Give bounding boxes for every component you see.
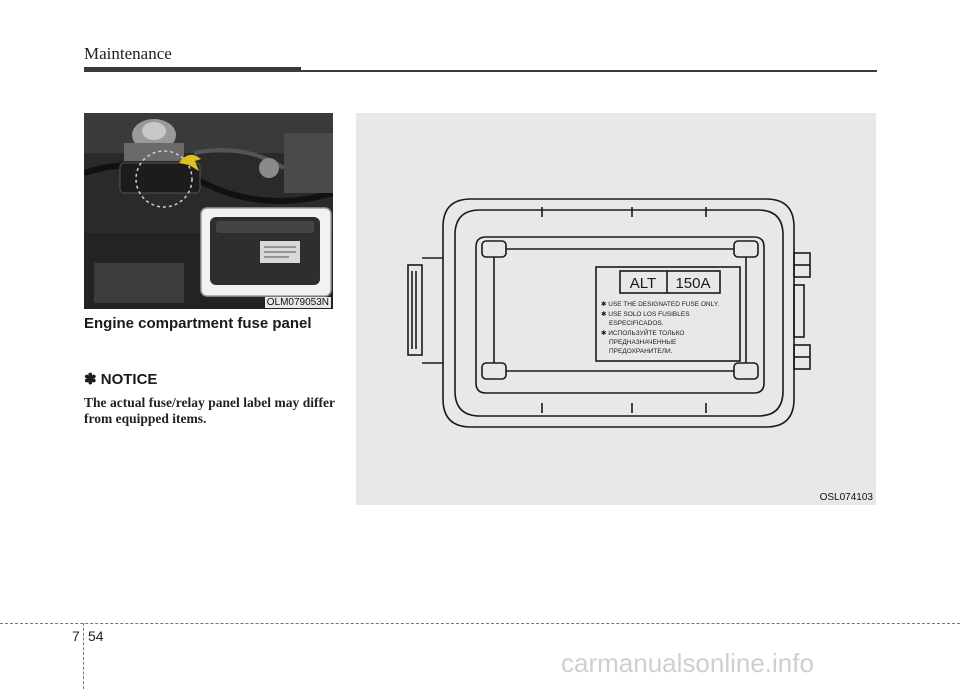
engine-bay-illustration [84, 113, 333, 309]
page-number: 54 [88, 628, 104, 644]
footer-rule [0, 623, 960, 624]
chapter-number: 7 [72, 628, 80, 644]
photo-code: OLM079053N [264, 297, 331, 308]
fuse-name-label: ALT [630, 275, 656, 292]
label-line: ПРЕДНАЗНАЧЕННЫЕ [609, 339, 677, 346]
label-line: ESPECIFICADOS. [609, 320, 664, 327]
fuse-panel-cover-drawing: ALT 150A ✱ USE THE DESIGNATED FUSE ONLY.… [407, 198, 811, 428]
diagram-code: OSL074103 [819, 492, 873, 503]
label-line: ✱ USE SOLO LOS FUSIBLES [601, 310, 690, 318]
header-title: Maintenance [84, 44, 172, 63]
label-line: ✱ ИСПОЛЬЗУЙТЕ ТОЛЬКО [601, 328, 684, 337]
section-title: Engine compartment fuse panel [84, 315, 312, 332]
engine-bay-photo: OLM079053N [84, 113, 333, 309]
header-rule-thick [84, 67, 301, 72]
notice-body: The actual fuse/relay panel label may di… [84, 395, 335, 426]
notice-title: ✽ NOTICE [84, 371, 158, 388]
fuse-rating-label: 150A [675, 275, 710, 292]
watermark: carmanualsonline.info [561, 648, 814, 678]
fuse-panel-diagram: ALT 150A ✱ USE THE DESIGNATED FUSE ONLY.… [356, 113, 876, 505]
label-line: ✱ USE THE DESIGNATED FUSE ONLY. [601, 300, 719, 308]
header-rule-thin [301, 70, 877, 72]
label-line: ПРЕДОХРАНИТЕЛИ. [609, 348, 673, 355]
footer-divider [83, 623, 84, 689]
